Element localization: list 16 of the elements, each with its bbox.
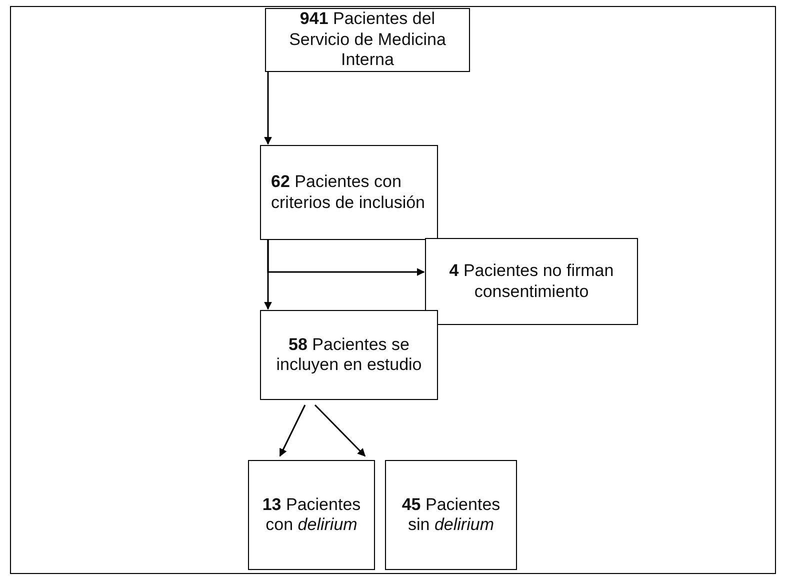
box-text: 58 Pacientes se incluyen en estudio xyxy=(275,334,423,376)
process-box xyxy=(260,310,438,400)
arrow xyxy=(264,240,272,310)
process-box xyxy=(385,460,517,570)
process-box xyxy=(425,238,638,325)
process-box xyxy=(265,8,470,72)
arrow xyxy=(264,72,272,145)
box-text: 62 Pacientes con criterios de inclusión xyxy=(271,172,426,213)
box-text: 45 Pacientes sin delirium xyxy=(400,494,502,536)
box-text: 13 Pacientes con delirium xyxy=(261,494,362,536)
box-text: 4 Pacientes no firman consentimiento xyxy=(448,261,615,302)
arrow xyxy=(279,404,306,457)
box-text: 941 Pacientes del Servicio de Medicina Interna xyxy=(288,9,447,71)
arrow xyxy=(314,404,366,457)
process-box xyxy=(260,145,438,240)
process-box xyxy=(248,460,375,570)
